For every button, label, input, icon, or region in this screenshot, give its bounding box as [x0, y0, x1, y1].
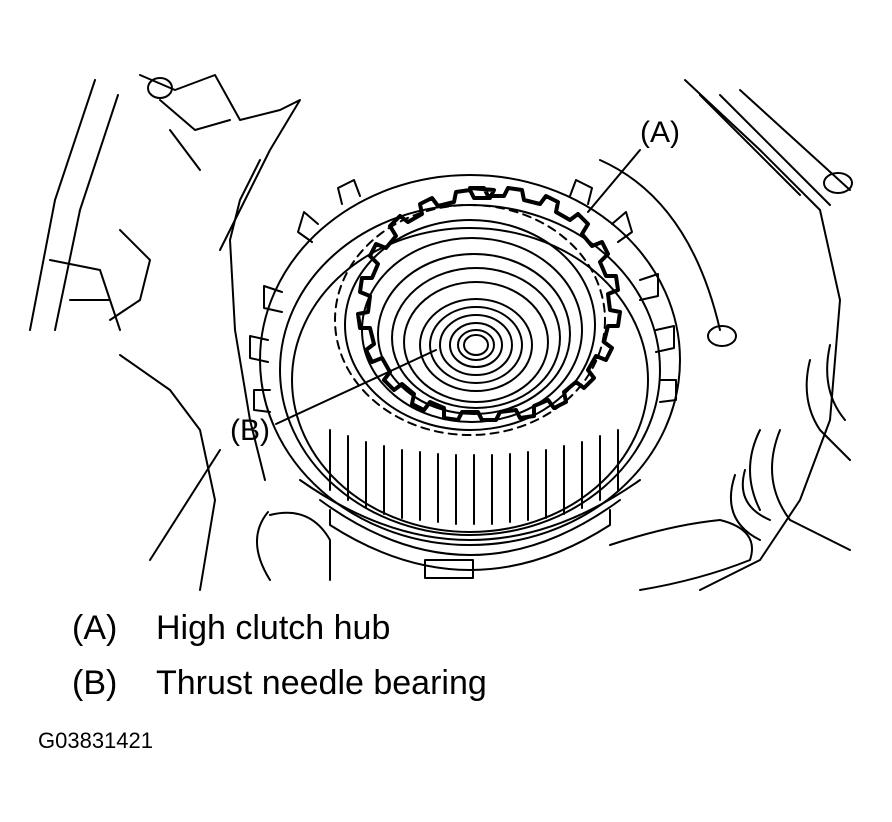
- drum-splines: [329, 429, 619, 525]
- legend-item-thrust-needle-bearing: (B) Thrust needle bearing: [72, 666, 487, 700]
- callout-label-a: (A): [640, 116, 680, 149]
- legend-key: (A): [72, 609, 118, 647]
- leader-line-b: [275, 349, 437, 425]
- legend-text: High clutch hub: [156, 609, 391, 647]
- thrust-needle-bearing: [419, 298, 533, 392]
- legend-item-high-clutch-hub: (A) High clutch hub: [72, 611, 390, 645]
- transmission-case: [29, 74, 853, 591]
- clutch-drum: [249, 174, 681, 579]
- legend-key: (B): [72, 664, 118, 702]
- leader-line-a: [587, 149, 641, 213]
- callout-label-b: (B): [230, 414, 270, 447]
- figure-code: G03831421: [38, 728, 153, 753]
- legend-text: Thrust needle bearing: [156, 664, 487, 702]
- clutch-assembly-illustration: [29, 74, 853, 591]
- inner-hub-rings: [334, 204, 606, 436]
